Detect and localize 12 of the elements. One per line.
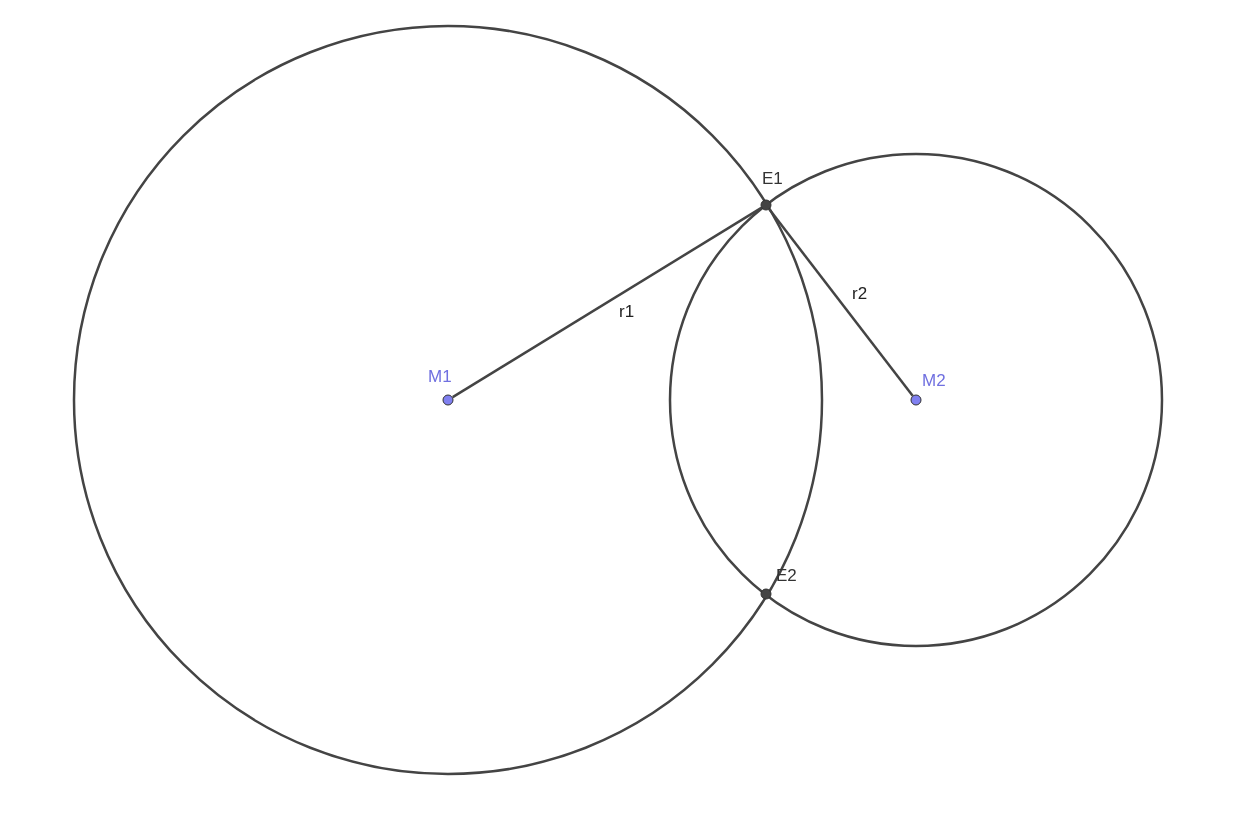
point-dot <box>760 588 772 600</box>
edge-label: r1 <box>617 303 637 320</box>
point-label: M2 <box>922 372 946 389</box>
point-dot <box>442 394 454 406</box>
point-label: M1 <box>428 368 452 385</box>
point-label: E1 <box>762 170 783 187</box>
line-segment <box>452 206 762 399</box>
point-dot <box>910 394 922 406</box>
line-segment <box>768 208 914 397</box>
point-dot <box>760 199 772 211</box>
point-label: E2 <box>776 567 797 584</box>
edge-label: r2 <box>850 285 870 302</box>
